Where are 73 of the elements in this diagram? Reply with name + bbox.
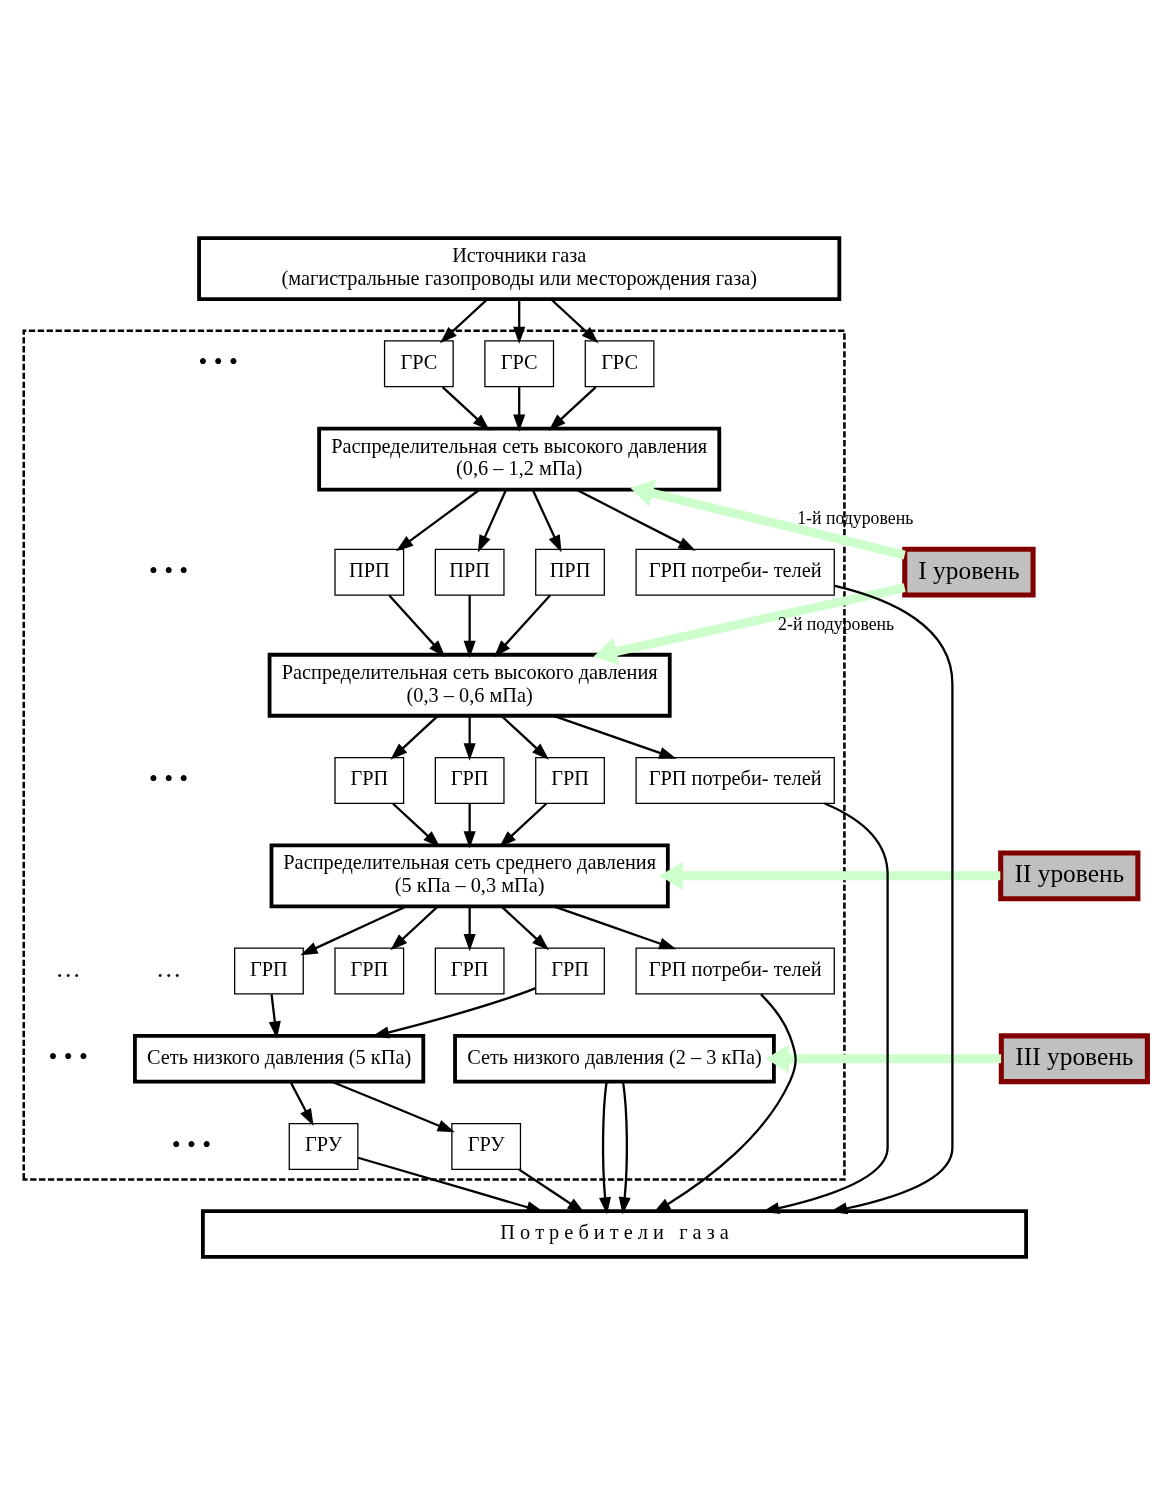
- arrow: [396, 488, 481, 551]
- node-box: ГРС: [484, 339, 555, 387]
- node-box: II уровень: [998, 849, 1141, 901]
- arrow: [765, 1044, 1002, 1073]
- arrow: [289, 1080, 314, 1126]
- node-box: ГРП: [535, 947, 605, 995]
- arrow: [392, 802, 441, 847]
- arrow: [493, 594, 552, 657]
- node-box: ГРП потреби- телей: [635, 756, 835, 804]
- node-box: Распределительная сеть среднего давления (5 кПа – 0,3 мПа): [269, 842, 670, 908]
- node-box: ПРП: [334, 548, 405, 596]
- arrow: [531, 489, 562, 552]
- arrow: [500, 905, 549, 950]
- arrow: [441, 385, 490, 431]
- edge-label: 2-й подуровень: [778, 613, 895, 634]
- arrow: [576, 488, 696, 551]
- arrow: [390, 714, 439, 760]
- node-box: Распределительная сеть высокого давления (0,3 – 0,6 мПа): [267, 652, 672, 718]
- arrow: [500, 714, 549, 760]
- node-box: ПРП: [535, 548, 605, 596]
- node-box: ГРП: [234, 947, 304, 995]
- label: • • •: [48, 1041, 88, 1070]
- arrow: [513, 298, 526, 344]
- arrow: [357, 1156, 544, 1213]
- node-box: ГРП потреби- телей: [635, 548, 835, 596]
- arrow: [268, 993, 281, 1039]
- arrow: [553, 904, 677, 949]
- arrow: [599, 1081, 612, 1214]
- node-box: I уровень: [902, 546, 1036, 598]
- node-box: ГРС: [383, 339, 454, 387]
- arrow: [388, 594, 446, 657]
- node-box: ПРП: [434, 548, 505, 596]
- label: …: [155, 953, 182, 982]
- node-box: Источники газа (магистральные газопроводы или месторождения газа): [197, 235, 842, 301]
- arrow: [499, 802, 547, 847]
- arrow: [653, 993, 797, 1213]
- label: • • •: [148, 763, 189, 792]
- arrow: [762, 801, 889, 1214]
- arrow: [463, 594, 476, 658]
- arrow: [300, 904, 407, 955]
- label: • • •: [148, 555, 189, 584]
- arrow: [518, 1167, 585, 1213]
- label: • • •: [171, 1129, 212, 1158]
- node-box: П о т р е б и т е л и г а з а: [200, 1208, 1028, 1259]
- arrow: [548, 385, 597, 431]
- node-box: ГРП: [535, 756, 605, 804]
- node-box: ГРП: [434, 947, 505, 995]
- node-box: ГРП: [334, 756, 405, 804]
- arrow: [513, 386, 526, 432]
- node-box: ГРП: [334, 947, 405, 995]
- arrow: [618, 1081, 631, 1215]
- label: …: [55, 953, 81, 982]
- node-box: ГРП: [434, 756, 505, 804]
- arrow: [463, 715, 476, 761]
- node-box: ГРУ: [288, 1122, 359, 1170]
- arrow: [553, 714, 677, 759]
- node-box: Сеть низкого давления (2 – 3 кПа): [453, 1033, 776, 1083]
- node-box: ГРП потреби- телей: [635, 947, 835, 995]
- node-box: Сеть низкого давления (5 кПа): [133, 1033, 426, 1083]
- edge-label: 1-й подуровень: [797, 507, 914, 528]
- arrow: [331, 1080, 455, 1132]
- arrow: [463, 905, 476, 951]
- arrow: [477, 489, 507, 552]
- arrow: [593, 582, 906, 665]
- label: • • •: [198, 346, 238, 375]
- node-box: III уровень: [998, 1032, 1150, 1084]
- arrow: [630, 478, 906, 559]
- node-box: ГРУ: [451, 1122, 522, 1170]
- arrow: [390, 905, 439, 950]
- node-box: Распределительная сеть высокого давления (0,6 – 1,2 мПа): [317, 426, 722, 491]
- node-box: ГРС: [584, 339, 655, 387]
- arrow: [659, 861, 1001, 890]
- arrow: [463, 803, 476, 848]
